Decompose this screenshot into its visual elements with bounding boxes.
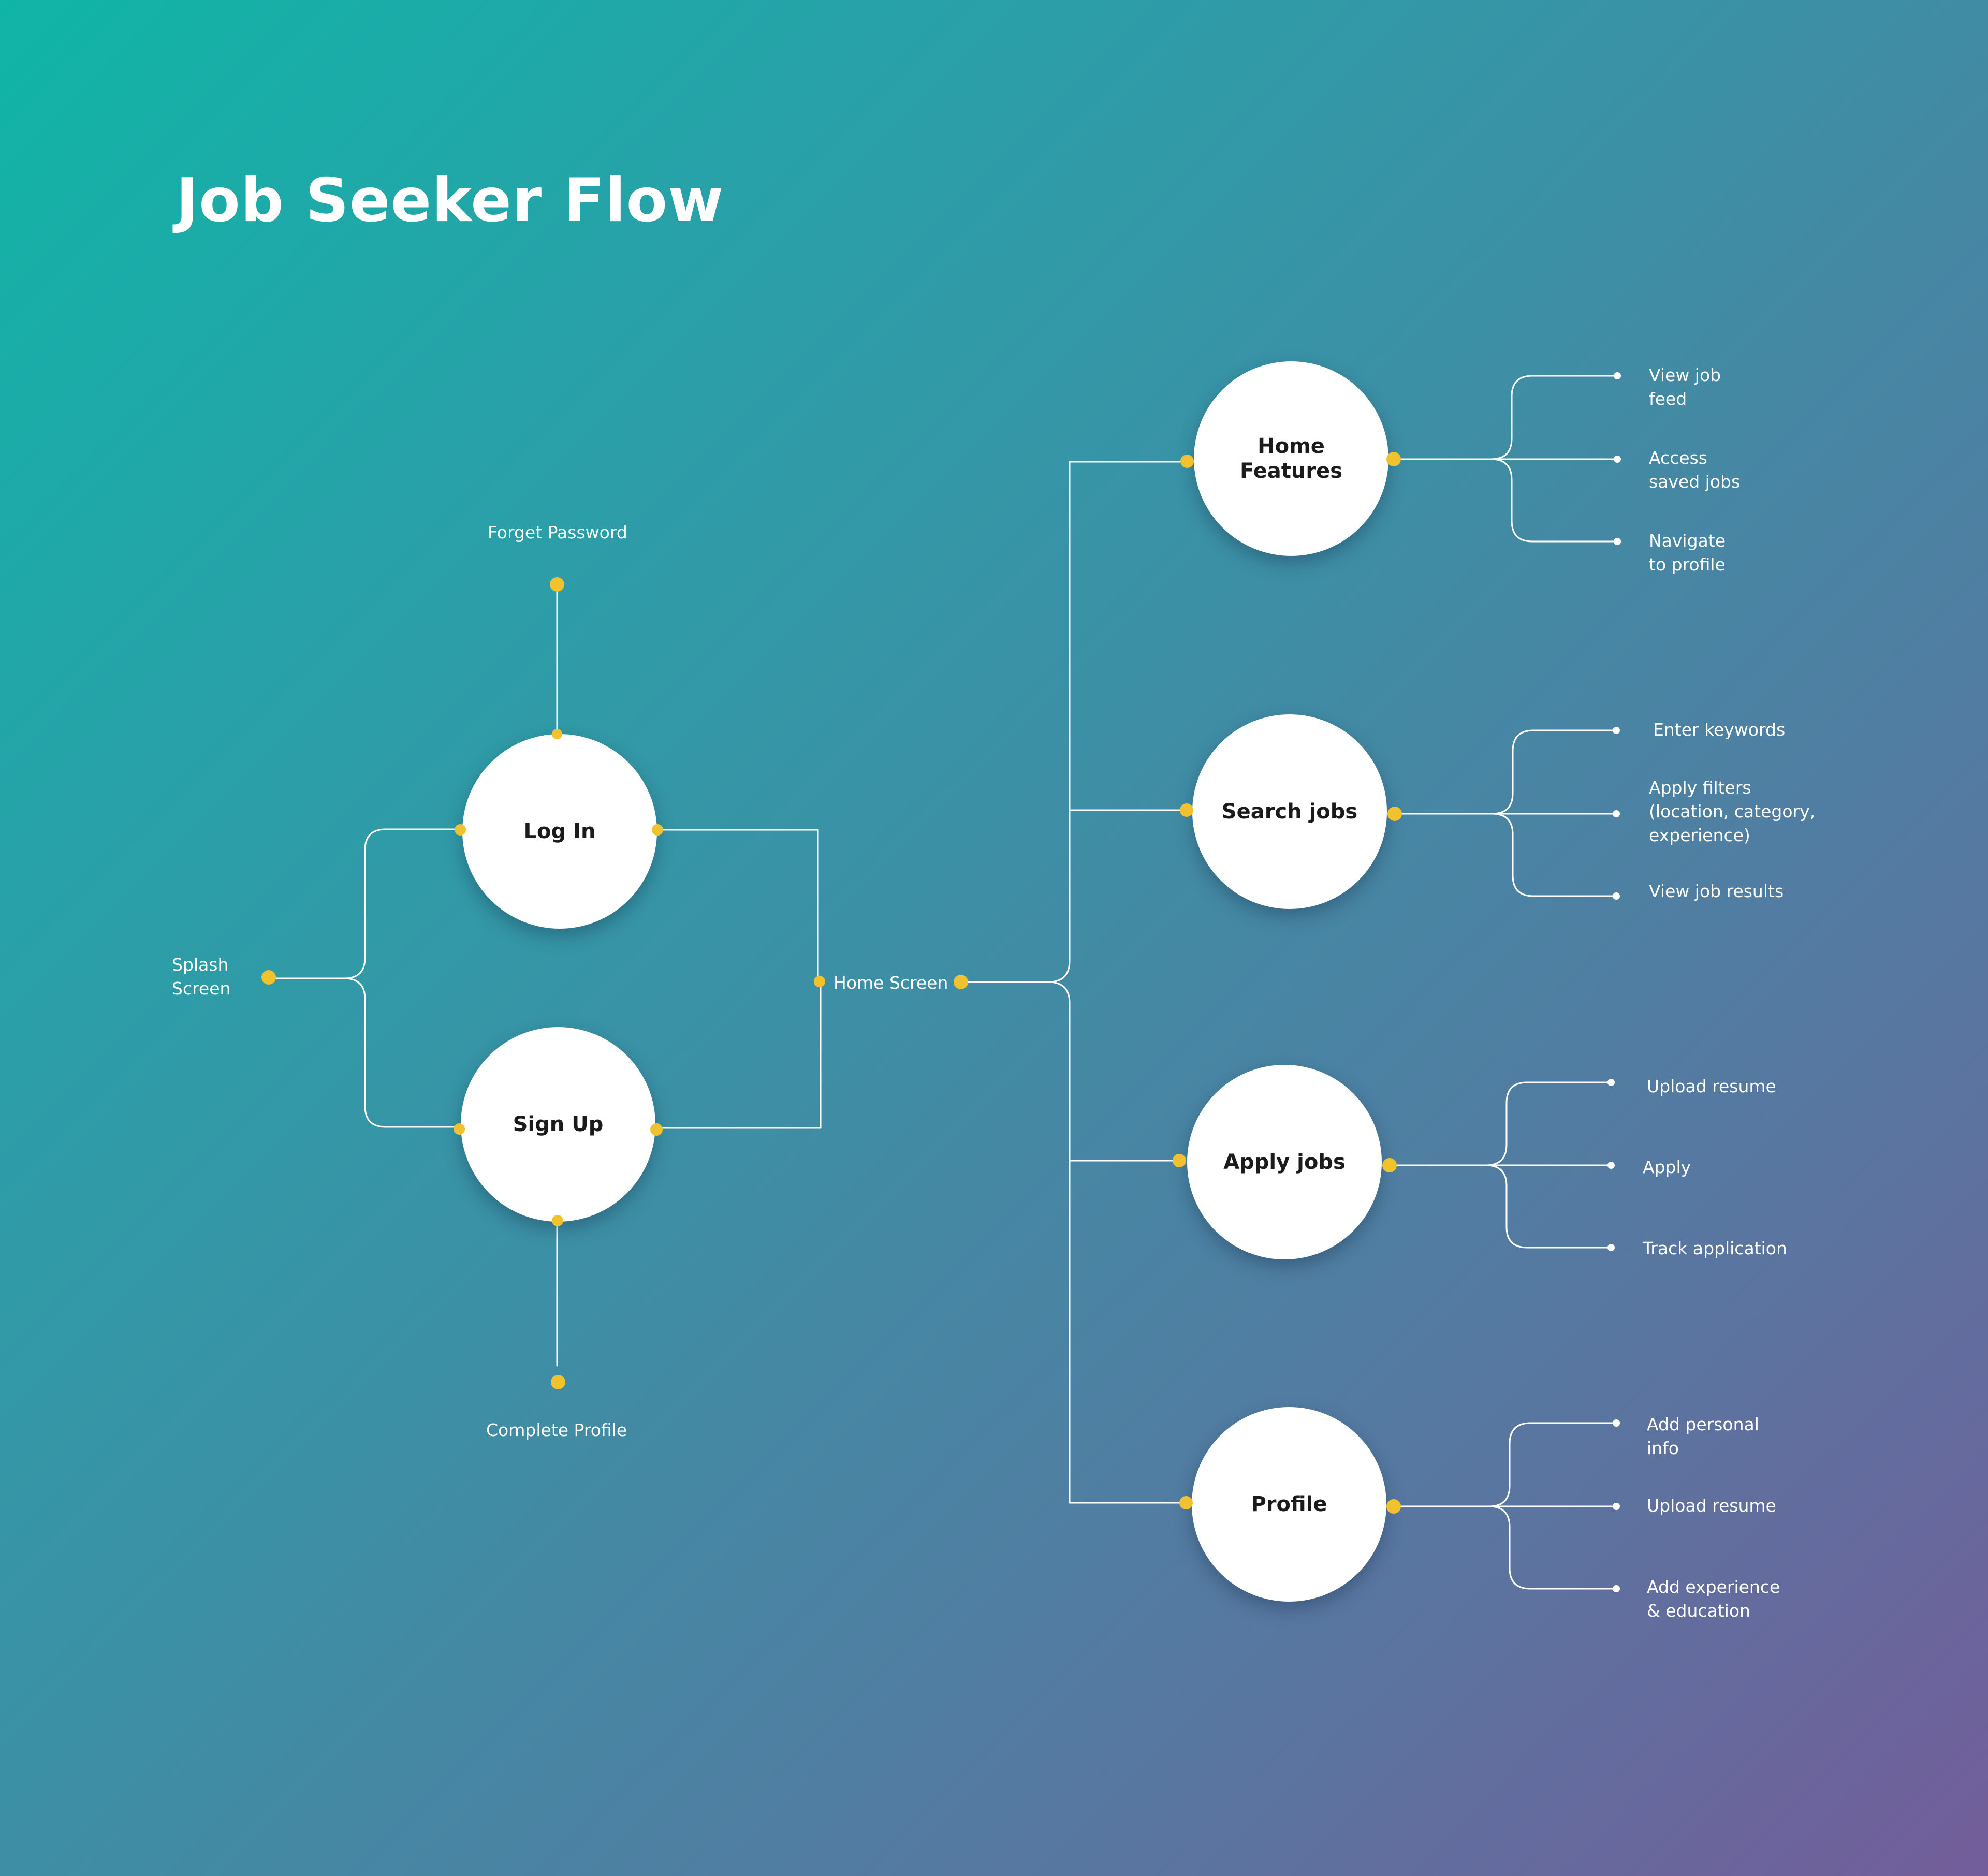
- connector-search-items: [1394, 729, 1617, 815]
- signup-left-port: [454, 1123, 465, 1135]
- forget-password-label: Forget Password: [488, 522, 627, 543]
- home-features-item-dot: [1614, 456, 1621, 463]
- home-features-item: Access saved jobs: [1649, 448, 1741, 492]
- complete-profile-label: Complete Profile: [486, 1420, 627, 1440]
- connector-home-trunk: [960, 461, 1188, 983]
- search-jobs-item: Enter keywords: [1653, 720, 1786, 740]
- profile-item: Add personal info: [1647, 1414, 1759, 1458]
- home-features-item: View job feed: [1649, 365, 1721, 409]
- home-features-node-label: Home Features: [1239, 434, 1343, 483]
- profile-out-port: [1386, 1499, 1401, 1514]
- connector-homefeat-items: [1392, 375, 1618, 460]
- login-node-label: Log In: [523, 819, 596, 843]
- apply-jobs-item-dot: [1607, 1244, 1615, 1251]
- login-right-port: [652, 824, 663, 836]
- complete-profile-port: [551, 1375, 565, 1389]
- connector-profile-items: [1392, 1422, 1617, 1507]
- profile-item-dot: [1613, 1419, 1620, 1427]
- signup-right-port: [650, 1123, 663, 1136]
- search-jobs-item-dot: [1613, 727, 1620, 734]
- splash-port: [261, 970, 276, 985]
- connector-splash-branch-lower: [343, 977, 461, 1128]
- search-jobs-node[interactable]: Search jobs: [1192, 714, 1387, 909]
- search-jobs-item-dot: [1613, 810, 1620, 817]
- profile-item-dot: [1613, 1585, 1620, 1592]
- home-features-item-dot: [1614, 372, 1621, 379]
- connector-search-low: [1491, 813, 1617, 897]
- search-jobs-item: View job results: [1649, 881, 1784, 901]
- forget-password-port: [550, 577, 564, 592]
- connector-homefeat-low: [1490, 458, 1618, 543]
- search-jobs-out-port: [1387, 807, 1402, 821]
- connector-profile-low: [1488, 1505, 1617, 1590]
- home-features-node[interactable]: Home Features: [1194, 361, 1388, 556]
- apply-jobs-item-dot: [1607, 1079, 1615, 1086]
- login-top-port: [552, 729, 562, 739]
- apply-jobs-item: Upload resume: [1647, 1076, 1776, 1096]
- apply-jobs-node[interactable]: Apply jobs: [1187, 1065, 1382, 1259]
- profile-in-port: [1179, 1496, 1193, 1509]
- signup-node[interactable]: Sign Up: [461, 1027, 655, 1222]
- home-screen-label: Home Screen: [834, 973, 948, 993]
- profile-item: Add experience & education: [1647, 1577, 1780, 1621]
- signup-node-label: Sign Up: [513, 1112, 604, 1136]
- profile-item: Upload resume: [1647, 1496, 1776, 1516]
- profile-node[interactable]: Profile: [1192, 1407, 1386, 1602]
- apply-jobs-node-label: Apply jobs: [1223, 1150, 1346, 1174]
- search-jobs-item: Apply filters (location, category, exper…: [1649, 778, 1816, 845]
- connector-trunk-lower: [1047, 981, 1188, 1504]
- connector-apply-low: [1485, 1164, 1612, 1249]
- home-features-in-port: [1180, 455, 1194, 468]
- connector-signup-home: [655, 980, 822, 1129]
- signup-bottom-port: [552, 1215, 563, 1226]
- connector-login-home: [656, 829, 819, 979]
- search-jobs-in-port: [1180, 803, 1193, 817]
- login-node[interactable]: Log In: [462, 734, 657, 929]
- page-title: Job Seeker Flow: [176, 166, 724, 236]
- login-left-port: [455, 824, 466, 836]
- apply-jobs-item-dot: [1607, 1162, 1615, 1169]
- connector-apply-items: [1387, 1081, 1612, 1166]
- home-screen-in-port: [814, 976, 825, 987]
- search-jobs-node-label: Search jobs: [1221, 800, 1358, 824]
- profile-item-dot: [1613, 1503, 1620, 1510]
- search-jobs-item-dot: [1613, 892, 1620, 900]
- apply-jobs-in-port: [1173, 1154, 1186, 1167]
- home-features-item: Navigate to profile: [1649, 531, 1726, 575]
- apply-jobs-item: Apply: [1643, 1157, 1691, 1177]
- profile-node-label: Profile: [1251, 1492, 1327, 1516]
- apply-jobs-item: Track application: [1643, 1238, 1787, 1258]
- connector-splash-branch: [268, 828, 461, 979]
- splash-screen-label: Splash Screen: [172, 955, 231, 999]
- home-screen-out-port: [954, 975, 968, 989]
- home-features-out-port: [1386, 452, 1401, 466]
- home-features-item-dot: [1614, 538, 1621, 545]
- apply-jobs-out-port: [1382, 1158, 1397, 1172]
